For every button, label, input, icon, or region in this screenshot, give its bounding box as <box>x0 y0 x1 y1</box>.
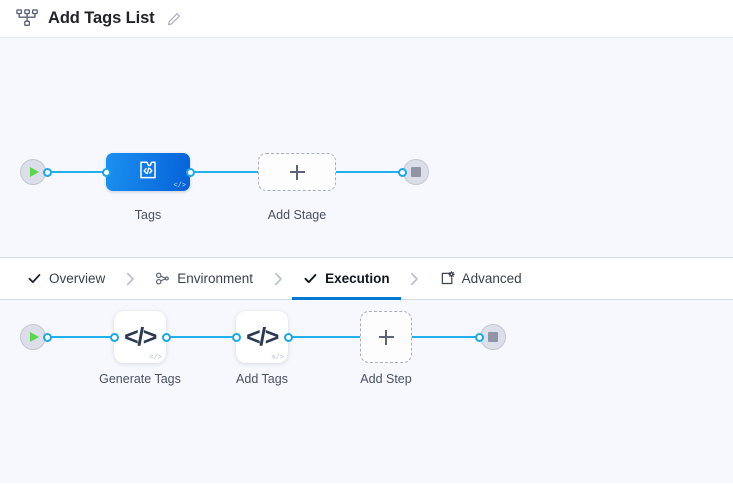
tab-overview[interactable]: Overview <box>16 258 116 299</box>
tab-separator-1 <box>116 258 144 299</box>
page-header: Add Tags List <box>0 0 733 38</box>
stage-corner-code-glyph: </> <box>173 182 186 190</box>
play-icon <box>29 332 39 342</box>
step-corner-code-glyph: </> <box>149 354 162 362</box>
tab-execution-label: Execution <box>325 271 390 286</box>
step-node-add-tags-label: Add Tags <box>236 372 288 386</box>
stage-node-body[interactable]: </> <box>106 153 190 191</box>
tab-environment-label: Environment <box>177 271 254 286</box>
add-stage-button[interactable] <box>258 153 336 191</box>
code-icon: </> <box>246 322 279 351</box>
step-corner-code-glyph: </> <box>271 354 284 362</box>
execution-edges-layer <box>0 300 733 483</box>
add-stage-node[interactable] <box>258 153 336 191</box>
stage-node-tags-label: Tags <box>134 208 162 222</box>
check-icon <box>27 271 42 286</box>
start-output-port[interactable] <box>43 167 52 177</box>
add-step-button[interactable] <box>360 311 412 363</box>
tab-separator-2 <box>264 258 292 299</box>
tab-advanced-label: Advanced <box>461 271 522 286</box>
code-block-icon <box>137 159 159 186</box>
stage-node-tags[interactable]: </> <box>101 153 195 191</box>
generate-tags-input-port[interactable] <box>109 332 119 342</box>
tab-overview-label: Overview <box>49 271 106 286</box>
stop-icon <box>411 167 421 177</box>
code-icon: </> <box>124 322 157 351</box>
pipeline-icon <box>16 8 38 29</box>
stage-start-node[interactable] <box>20 159 52 185</box>
stage-end-node[interactable] <box>398 159 429 185</box>
add-stage-label: Add Stage <box>267 208 327 222</box>
card-gear-icon <box>440 271 455 286</box>
add-step-node[interactable] <box>360 311 412 363</box>
tab-advanced[interactable]: Advanced <box>429 258 533 299</box>
exec-end-node[interactable] <box>475 324 506 350</box>
add-step-label: Add Step <box>360 372 412 386</box>
tab-separator-3 <box>401 258 429 299</box>
tab-execution[interactable]: Execution <box>292 258 401 300</box>
execution-graph-canvas[interactable]: </> </> Generate Tags </> </> Add Tags A… <box>0 300 733 483</box>
step-node-body[interactable]: </> </> <box>236 311 288 363</box>
config-tabbar[interactable]: Overview Environment Executi <box>0 258 733 300</box>
plus-icon <box>378 329 394 345</box>
end-input-port[interactable] <box>398 167 407 177</box>
exec-start-output-port[interactable] <box>43 332 52 342</box>
play-icon <box>29 167 39 177</box>
step-node-generate-tags[interactable]: </> </> <box>109 311 171 363</box>
page-title: Add Tags List <box>48 9 155 27</box>
tags-input-port[interactable] <box>101 167 111 177</box>
stage-graph-canvas[interactable]: </> Tags Add Stage <box>0 38 733 258</box>
start-node[interactable] <box>20 159 46 185</box>
stage-edges-layer <box>0 38 733 257</box>
add-tags-output-port[interactable] <box>283 332 293 342</box>
end-node[interactable] <box>480 324 506 350</box>
add-tags-input-port[interactable] <box>231 332 241 342</box>
stop-icon <box>488 332 498 342</box>
tab-environment[interactable]: Environment <box>144 258 264 299</box>
step-node-body[interactable]: </> </> <box>114 311 166 363</box>
end-node[interactable] <box>403 159 429 185</box>
generate-tags-output-port[interactable] <box>161 332 171 342</box>
pencil-icon[interactable] <box>165 12 181 26</box>
exec-end-input-port[interactable] <box>475 332 484 342</box>
tags-output-port[interactable] <box>185 167 195 177</box>
nodes-icon <box>155 271 170 286</box>
plus-icon <box>289 164 305 180</box>
step-node-generate-tags-label: Generate Tags <box>99 372 181 386</box>
check-icon <box>303 271 318 286</box>
step-node-add-tags[interactable]: </> </> <box>231 311 293 363</box>
exec-start-node[interactable] <box>20 324 52 350</box>
